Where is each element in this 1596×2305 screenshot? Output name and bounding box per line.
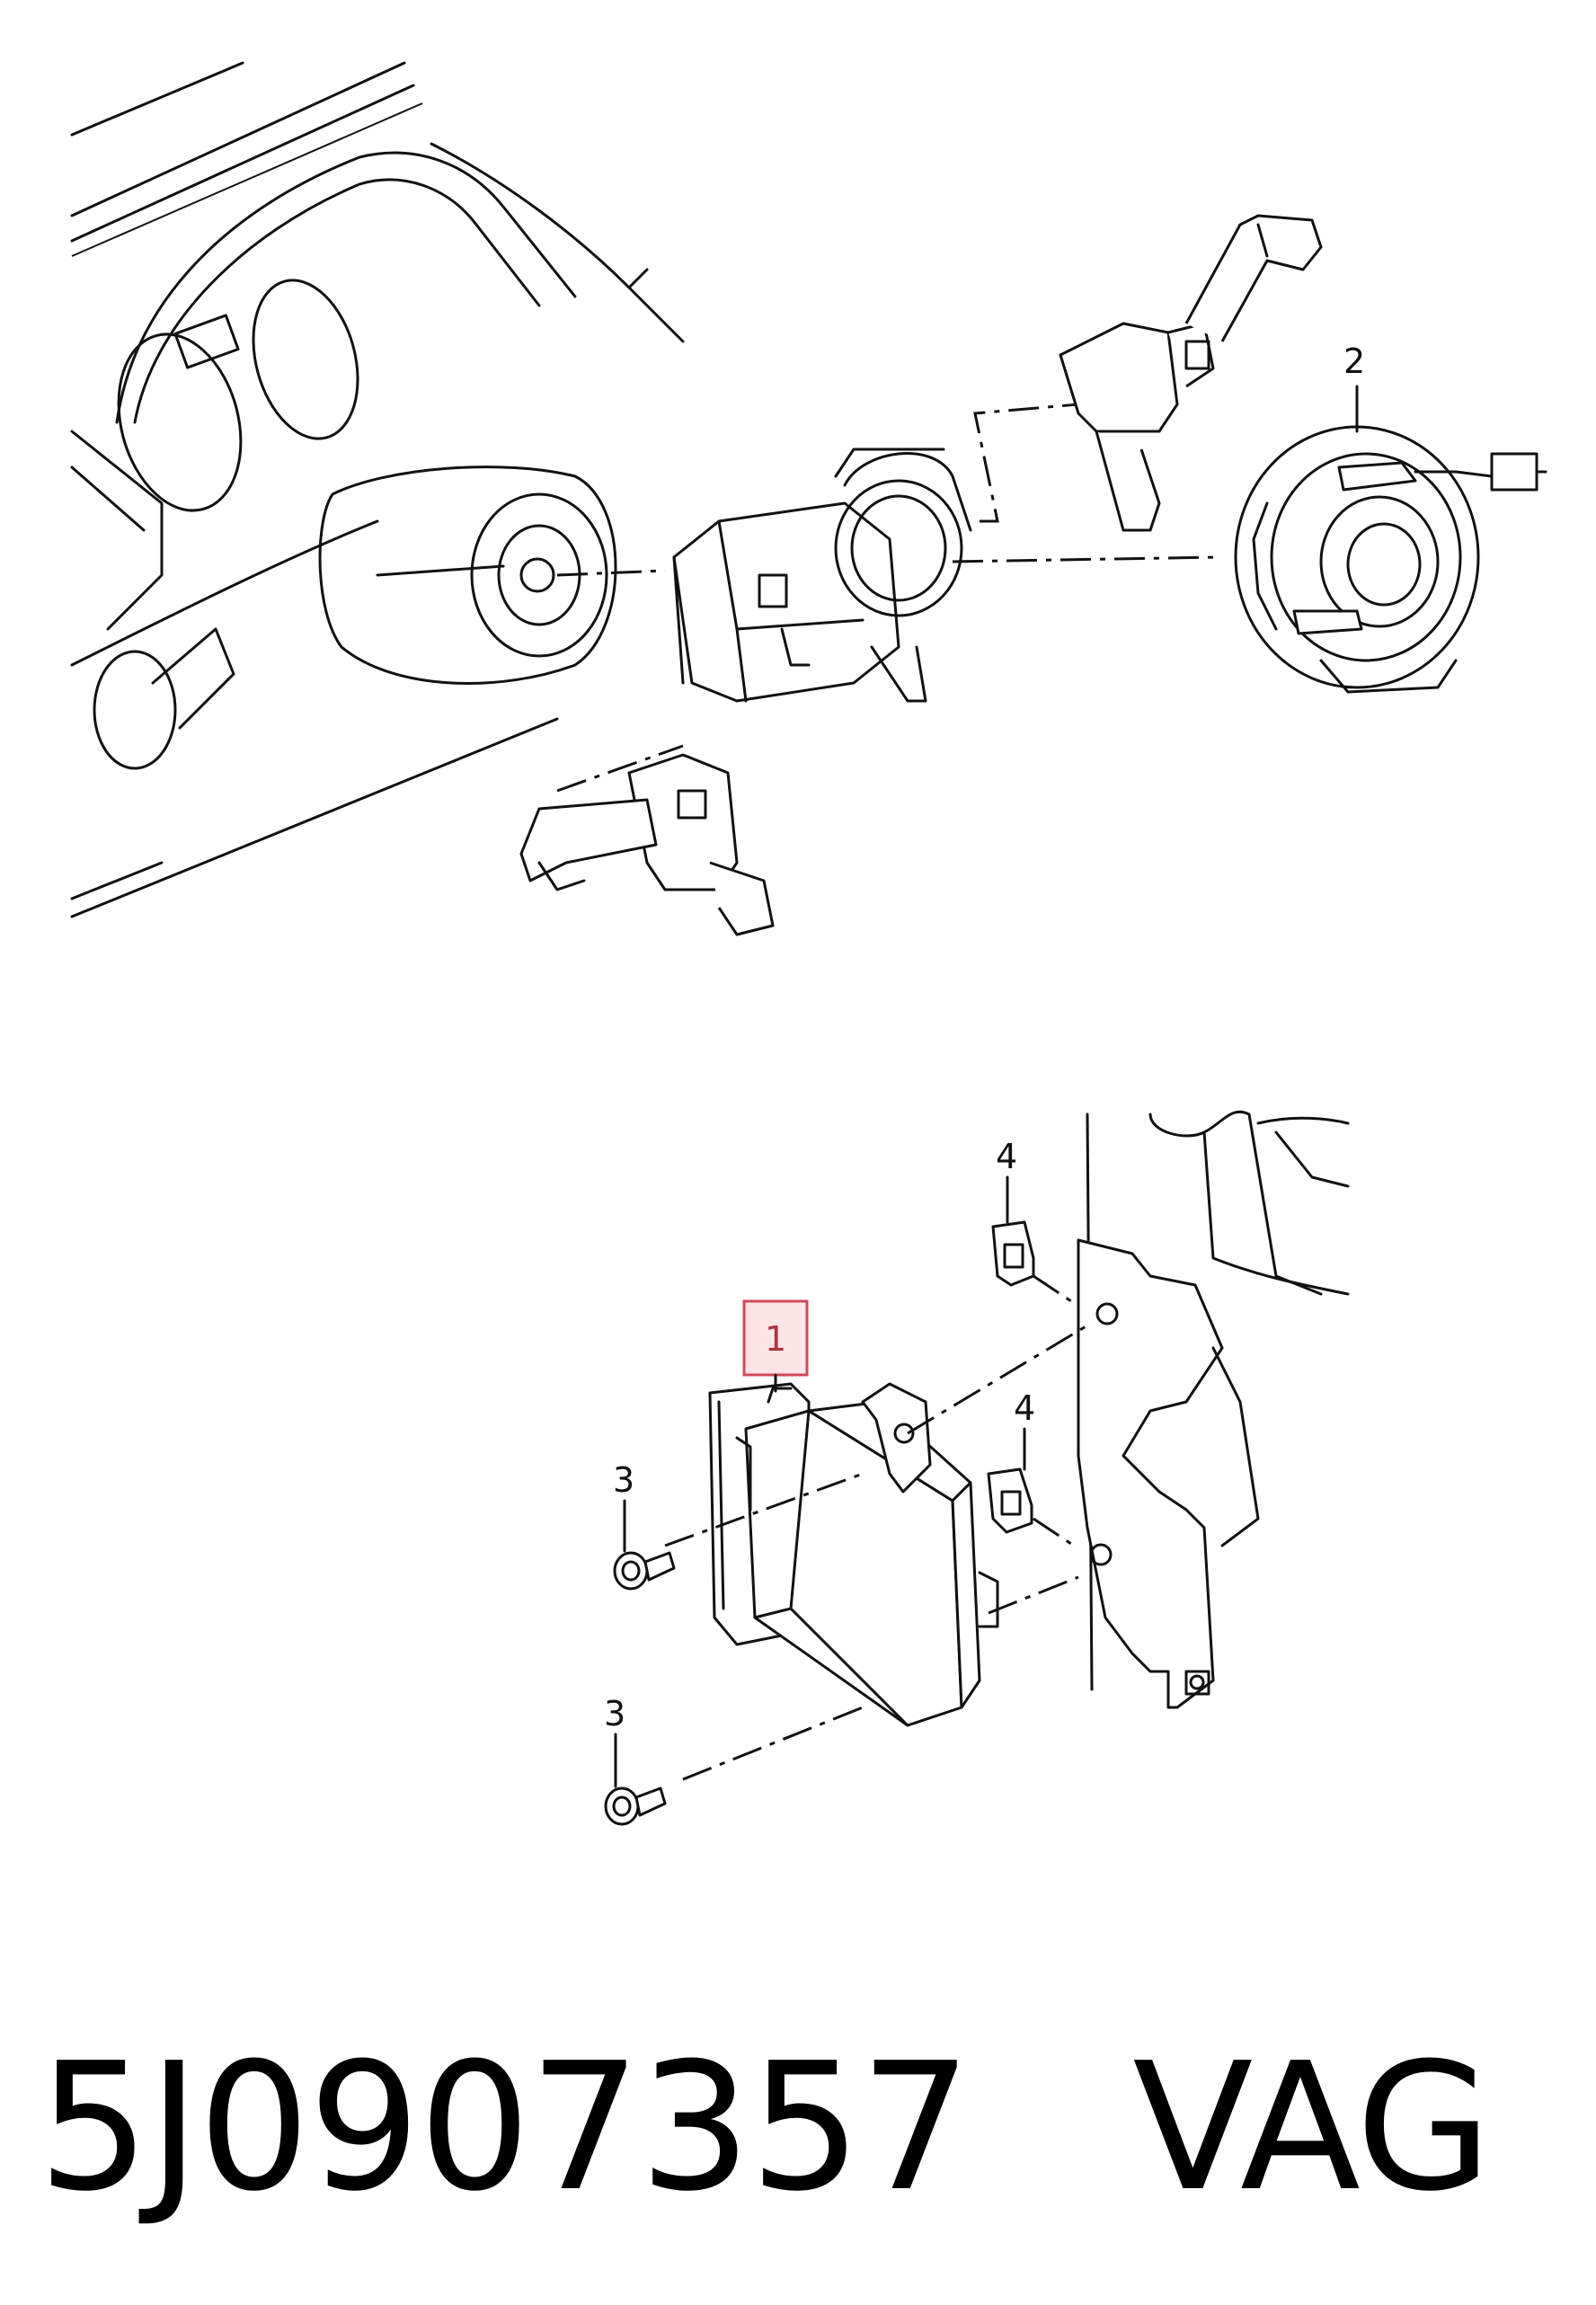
- caption-separator: [970, 2026, 1132, 2230]
- bolt-upper: [613, 1551, 676, 1591]
- turn-signal-stalk-switch: [519, 744, 775, 936]
- clip-nut-lower: [987, 1467, 1033, 1534]
- steering-column-switch-housing: [672, 403, 1223, 703]
- bolt-lower: [604, 1786, 667, 1826]
- callout-label-2: 2: [1343, 341, 1365, 381]
- callout-4-upper: 4: [996, 1137, 1017, 1224]
- callout-label-4-lower: 4: [1014, 1388, 1035, 1428]
- callout-label-3-lower: 3: [604, 1694, 625, 1733]
- callout-3-upper: 3: [613, 1460, 634, 1553]
- part-number: 5J0907357: [38, 2026, 971, 2230]
- control-module: [664, 1274, 1088, 1781]
- callout-4-lower: 4: [1014, 1388, 1035, 1471]
- wiper-stalk-switch: [1059, 214, 1323, 532]
- brand-name: VAG: [1132, 2026, 1492, 2230]
- clip-nut-upper: [991, 1220, 1035, 1287]
- callout-3-lower: 3: [604, 1694, 625, 1788]
- callout-label-4-upper: 4: [996, 1137, 1017, 1176]
- mounting-bracket: [1077, 1110, 1350, 1709]
- part-number-caption: 5J0907357 VAG: [38, 2040, 1492, 2216]
- callout-2: 2: [1343, 341, 1365, 433]
- callout-label-1: 1: [765, 1319, 786, 1359]
- callout-label-3-upper: 3: [613, 1460, 634, 1500]
- dashboard-illustration: [70, 61, 685, 918]
- clock-spring-ring: [1234, 425, 1547, 694]
- highlight-box: [742, 1299, 809, 1377]
- callout-1-highlighted: 1: [742, 1299, 809, 1393]
